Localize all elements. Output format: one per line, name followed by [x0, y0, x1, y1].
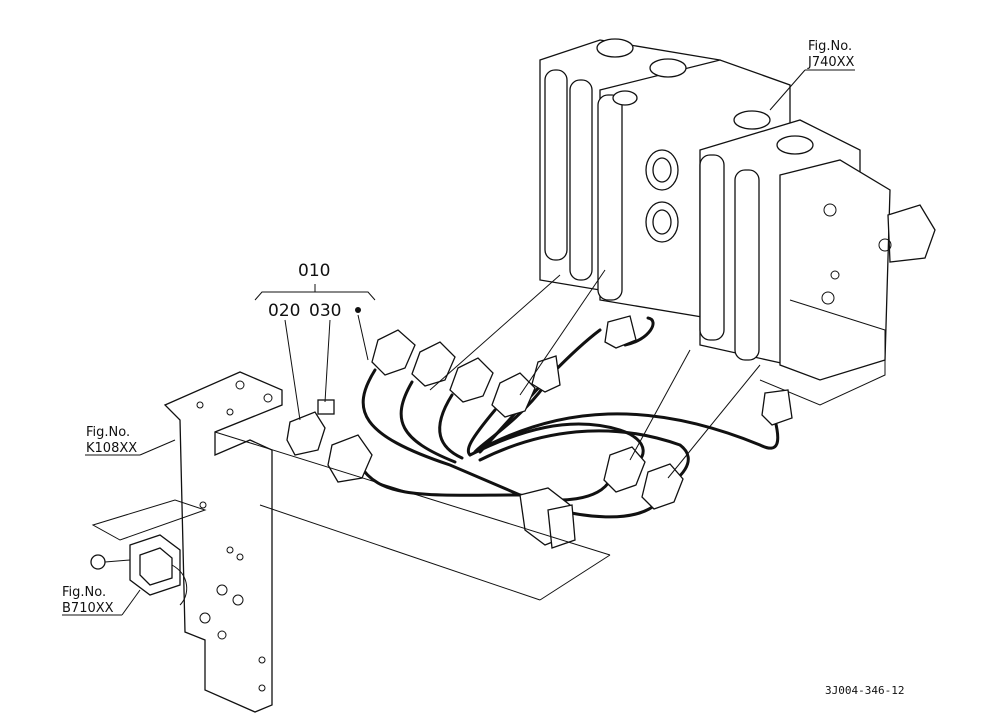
ref-switch-line1[interactable]: Fig.No.: [62, 585, 106, 600]
leader-lines: [62, 69, 855, 616]
ref-valve-line1[interactable]: Fig.No.: [808, 39, 852, 54]
bullet-marker: [355, 307, 361, 313]
switch-assembly: [90, 499, 207, 606]
part-020-callout[interactable]: 020: [268, 301, 300, 321]
bracket-plate: [163, 371, 283, 713]
control-valve-assembly: [539, 38, 936, 406]
ref-switch-line2[interactable]: B710XX: [62, 601, 114, 616]
wire-harness: [358, 316, 780, 519]
ref-bracket-line2[interactable]: K108XX: [86, 441, 137, 456]
connector-group: [286, 315, 793, 549]
ref-bracket-line1[interactable]: Fig.No.: [86, 425, 130, 440]
drawing-code: 3J004-346-12: [825, 684, 904, 697]
ref-valve-line2[interactable]: J740XX: [807, 55, 855, 70]
assembly-callout[interactable]: 010: [298, 261, 330, 281]
part-030-callout[interactable]: 030: [309, 301, 341, 321]
callout-labels: 010 020 030 Fig.No. J740XX Fig.No. K108X…: [62, 39, 904, 697]
